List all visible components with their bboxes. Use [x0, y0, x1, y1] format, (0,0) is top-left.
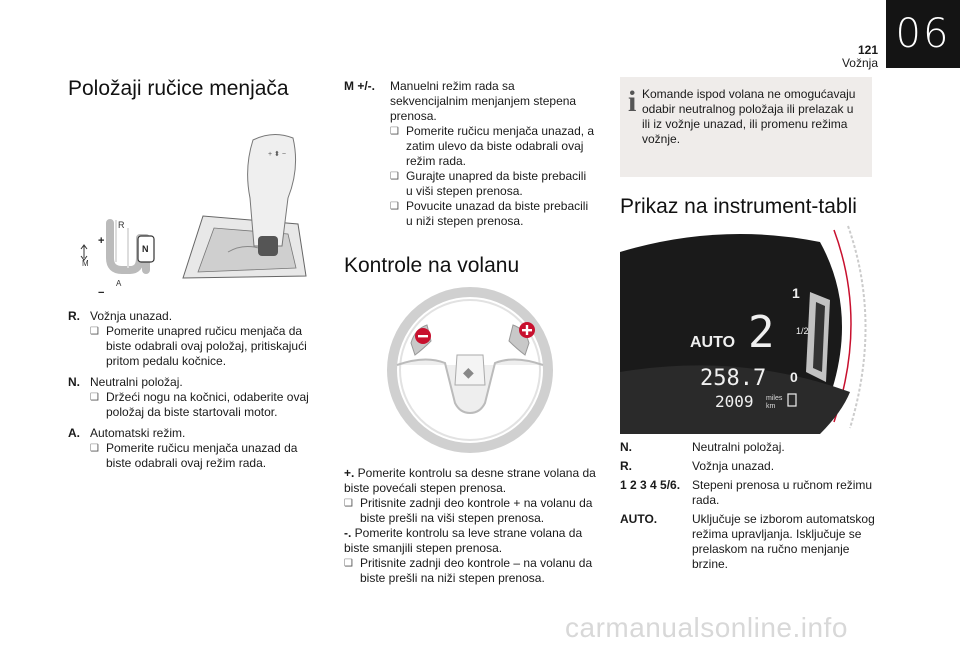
bullet-icon: ❑ — [390, 201, 399, 212]
legend-row: N.Neutralni položaj. — [620, 440, 785, 454]
gate-n-label: N — [142, 244, 149, 254]
gate-r-label: R — [118, 220, 125, 230]
gear-lever-illustration: N R M A + − + ⬍ − — [80, 134, 307, 299]
svg-text:0: 0 — [790, 369, 798, 385]
list-item: N.Neutralni položaj. ❑Držeći nogu na koč… — [68, 375, 309, 419]
svg-text:◆: ◆ — [463, 364, 474, 380]
indicator-legend: N.Neutralni položaj. R.Vožnja unazad. 1 … — [620, 440, 880, 576]
legend-row: 1 2 3 4 5/6.Stepeni prenosa u ručnom rež… — [620, 478, 873, 507]
cluster-trip-label: 258.7 — [700, 366, 766, 391]
manual-mode-block: M +/-.Manuelni režim rada sa sekvencijal… — [344, 79, 595, 228]
svg-text:1/2: 1/2 — [796, 326, 809, 336]
chapter-tab: 06 — [886, 0, 960, 68]
gate-minus-label: − — [98, 287, 104, 299]
bullet-icon: ❑ — [90, 443, 99, 454]
watermark: carmanualsonline.info — [565, 612, 848, 643]
page-header: 121 Vožnja — [842, 44, 878, 70]
bullet-icon: ❑ — [390, 126, 399, 137]
fuel-pump-icon — [787, 393, 797, 407]
bullet-icon: ❑ — [90, 326, 99, 337]
gear-positions-title: Položaji ručice menjača — [68, 77, 289, 100]
bullet-icon: ❑ — [344, 498, 353, 509]
info-icon: i — [628, 85, 637, 118]
bullet-icon: ❑ — [90, 392, 99, 403]
cluster-mode-label: AUTO — [690, 334, 735, 351]
svg-text:+ ⬍ −: + ⬍ − — [268, 150, 286, 158]
gate-m-label: M — [82, 259, 89, 268]
gate-plus-label: + — [98, 235, 104, 247]
steering-controls-title: Kontrole na volanu — [344, 254, 520, 277]
instrument-cluster-illustration: AUTO 2 258.7 2009 miles km 1 1/2 0 — [620, 225, 867, 434]
list-item: A.Automatski režim. ❑Pomerite ručicu men… — [68, 426, 298, 470]
legend-row: R.Vožnja unazad. — [620, 459, 775, 473]
page-number: 121 — [857, 43, 878, 57]
gear-positions-list: R.Vožnja unazad. ❑Pomerite unapred ručic… — [68, 309, 318, 471]
steering-controls-text: +. Pomerite kontrolu sa desne strane vol… — [344, 466, 596, 585]
info-box: i Komande ispod volana ne omogućavaju od… — [620, 77, 872, 177]
cluster-unit-km: km — [766, 403, 776, 410]
instrument-panel-title: Prikaz na instrument-tabli — [620, 195, 857, 218]
list-item: R.Vožnja unazad. ❑Pomerite unapred ručic… — [68, 309, 307, 368]
bullet-icon: ❑ — [390, 171, 399, 182]
section-name: Vožnja — [841, 56, 878, 70]
cluster-gear-label: 2 — [748, 307, 775, 358]
gate-a-label: A — [116, 279, 122, 288]
legend-row: AUTO.Uključuje se izborom automatskog re… — [620, 512, 875, 571]
steering-wheel-illustration: ◆ — [387, 287, 553, 453]
info-text: Komande ispod volana ne omogućavaju odab… — [642, 87, 856, 146]
cluster-unit-miles: miles — [766, 395, 783, 402]
cluster-odo-label: 2009 — [715, 392, 754, 411]
svg-text:1: 1 — [792, 285, 800, 301]
bullet-icon: ❑ — [344, 558, 353, 569]
